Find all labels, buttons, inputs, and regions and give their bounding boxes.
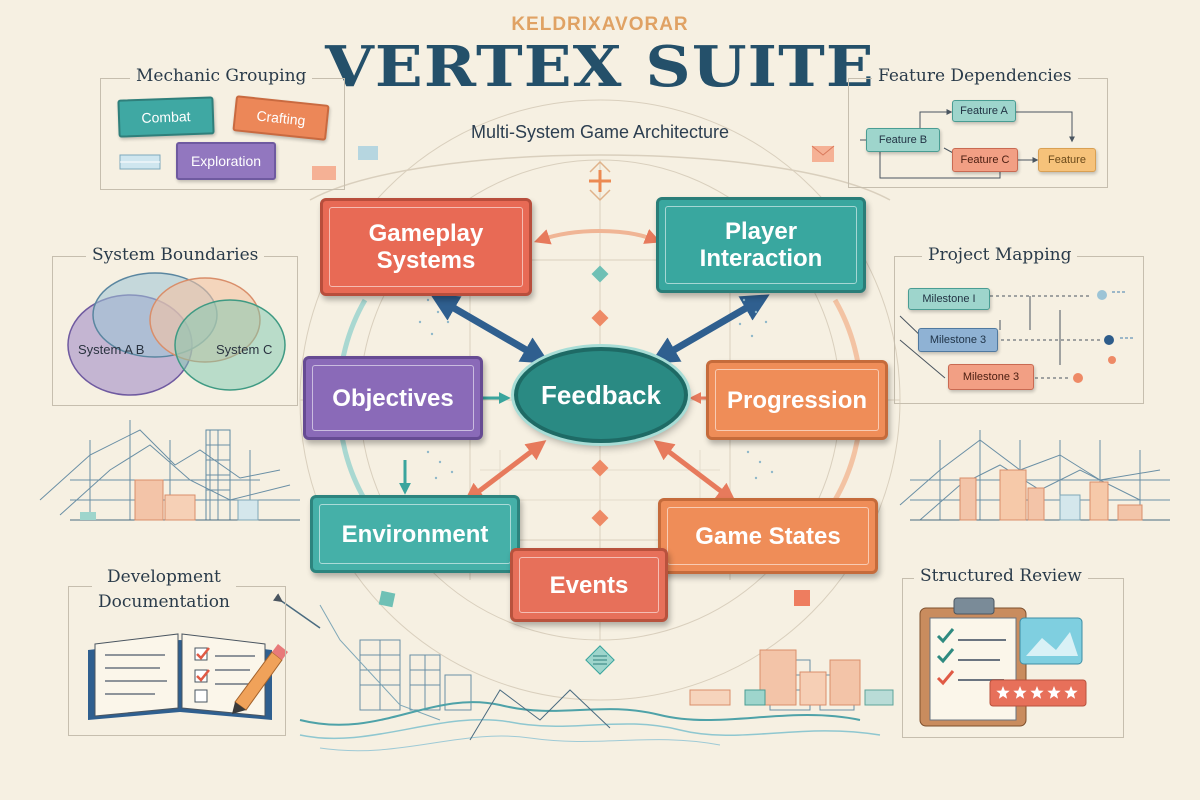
system-feedback-label: Feedback — [541, 379, 661, 410]
system-player-interaction[interactable]: Player Interaction — [656, 197, 866, 293]
page-subtitle: Multi-System Game Architecture — [470, 122, 730, 142]
panel-title-system-boundaries: System Boundaries — [86, 245, 265, 265]
system-gameplay-line2: Systems — [376, 247, 476, 274]
panel-title-mechanic-grouping: Mechanic Grouping — [130, 66, 313, 86]
star-rating — [996, 686, 1078, 699]
star-icon — [1013, 686, 1027, 699]
system-gameplay-line1: Gameplay — [368, 220, 484, 247]
star-icon — [1047, 686, 1061, 699]
brand-name: KELDRIXAVORAR — [511, 14, 689, 35]
system-environment[interactable]: Environment — [310, 495, 520, 573]
milestone-3: Milestone 3 — [948, 364, 1034, 390]
feature-c: Feature C — [952, 148, 1018, 172]
swoosh-arc-top — [309, 154, 891, 201]
panel-title-line2: Documentation — [98, 592, 230, 612]
system-game-states-label: Game States — [695, 522, 841, 550]
tag-exploration: Exploration — [176, 142, 276, 180]
left-skyline-blocks — [80, 479, 259, 521]
panel-structured-review — [902, 578, 1124, 738]
panel-title-line1: Development — [107, 567, 221, 587]
tag-combat: Combat — [117, 96, 215, 138]
star-icon — [1030, 686, 1044, 699]
review-checkmarks — [936, 628, 955, 686]
star-icon — [996, 686, 1010, 699]
milestone-2: Milestone 3 — [918, 328, 998, 352]
system-gameplay-systems[interactable]: Gameplay Systems — [320, 198, 532, 296]
system-events[interactable]: Events — [510, 548, 668, 622]
venn-label-system-c: System C — [216, 342, 273, 357]
plus-icon — [589, 170, 611, 192]
system-venn-diagram — [67, 272, 286, 396]
panel-title-structured-review: Structured Review — [914, 566, 1088, 586]
system-environment-label: Environment — [341, 520, 489, 548]
system-progression-label: Progression — [726, 386, 868, 414]
hub-connectors — [399, 294, 770, 503]
project-mapping-dots — [1073, 290, 1134, 383]
feature-generic: Feature — [1038, 148, 1096, 172]
system-objectives[interactable]: Objectives — [303, 356, 483, 440]
diamond-markers — [585, 265, 615, 675]
checkmark-icon — [194, 647, 210, 703]
panel-title-development-documentation: Development Documentation — [92, 565, 236, 615]
wave-lines — [272, 593, 881, 752]
bottom-city-blocks — [689, 649, 894, 706]
panel-title-feature-dependencies: Feature Dependencies — [872, 66, 1078, 86]
image-card-icon — [1019, 617, 1083, 665]
right-skyline-blocks — [959, 469, 1143, 521]
pencil-icon — [232, 644, 288, 714]
left-skyline — [39, 420, 300, 521]
star-icon — [1064, 686, 1078, 699]
system-game-states[interactable]: Game States — [658, 498, 878, 574]
page-title: VERTEX SUITE — [325, 34, 875, 100]
orbit-arc-top — [533, 229, 661, 245]
panel-title-project-mapping: Project Mapping — [922, 245, 1078, 265]
dot-scatter — [418, 298, 774, 480]
system-player-line2: Interaction — [699, 245, 823, 272]
panel-system-boundaries — [52, 256, 298, 406]
system-events-label: Events — [549, 571, 629, 599]
system-objectives-label: Objectives — [332, 384, 454, 412]
system-progression[interactable]: Progression — [706, 360, 888, 440]
feature-a: Feature A — [952, 100, 1016, 122]
system-feedback-hub[interactable]: Feedback — [514, 347, 688, 443]
milestone-1: Milestone I — [908, 288, 990, 310]
venn-label-system-ab: System A B — [78, 342, 145, 357]
system-player-line1: Player — [724, 218, 798, 245]
feature-b: Feature B — [866, 128, 940, 152]
